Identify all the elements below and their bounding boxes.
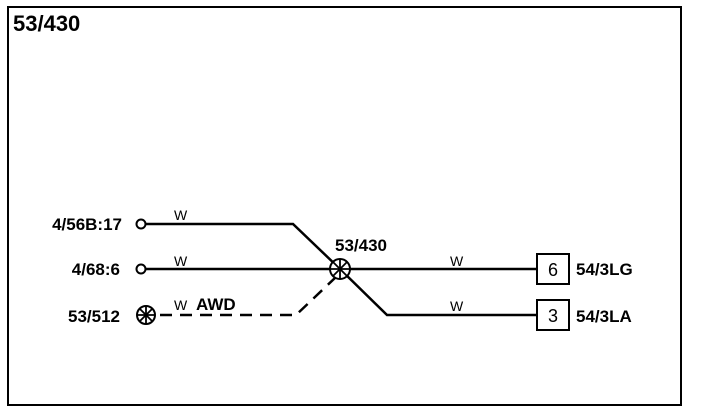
diagram-frame <box>7 6 682 406</box>
diagram-title: 53/430 <box>13 11 80 36</box>
output-label-54-3la: 54/3LA <box>576 307 632 326</box>
awd-note: AWD <box>196 295 236 314</box>
pin-box-6 <box>536 253 570 285</box>
terminal-4-68-6-icon <box>135 263 147 275</box>
input-label-4-68-6: 4/68:6 <box>72 260 120 279</box>
pin-number-3: 3 <box>548 306 558 326</box>
wire-color-label: W <box>450 298 464 314</box>
wire-color-label: W <box>174 297 188 313</box>
wire-4-56b-17 <box>146 222 341 270</box>
wire-53-512-awd <box>160 276 337 317</box>
input-label-53-512: 53/512 <box>68 307 120 326</box>
wire-color-label: W <box>450 253 464 269</box>
pin-box-3 <box>536 299 570 331</box>
input-label-4-56b-17: 4/56B:17 <box>52 215 122 234</box>
output-label-54-3lg: 54/3LG <box>576 260 633 279</box>
wire-color-label: W <box>174 253 188 269</box>
wire-to-54-3la <box>339 268 537 317</box>
splice-53-512-icon <box>136 305 156 325</box>
wire-color-label: W <box>174 207 188 223</box>
splice-53-430-icon <box>329 258 351 280</box>
pin-number-6: 6 <box>548 260 558 280</box>
splice-label: 53/430 <box>335 236 387 255</box>
terminal-4-56b-17-icon <box>135 218 147 230</box>
